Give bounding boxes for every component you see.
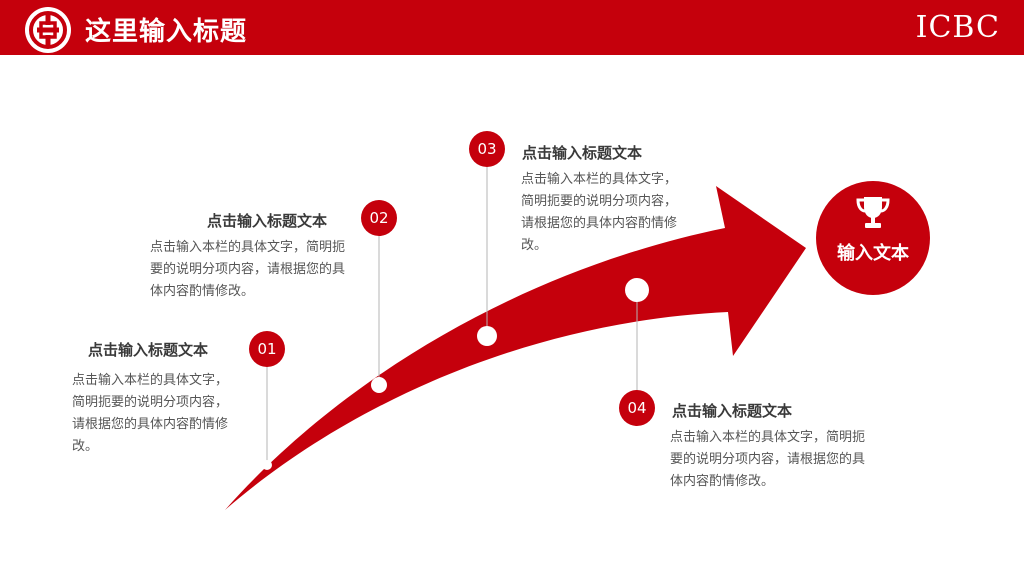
step-title: 点击输入标题文本 — [522, 144, 643, 162]
step-description: 点击输入本栏的具体文字，简明扼要的说明分项内容，请根据您的具体内容酌情修改。 — [521, 172, 678, 253]
connector-lines — [266, 167, 638, 464]
goal-label: 输入文本 — [837, 243, 909, 264]
growth-arrow — [225, 186, 806, 510]
milestone-dot-02 — [371, 377, 387, 393]
step-description: 点击输入本栏的具体文字，简明扼要的说明分项内容，请根据您的具体内容酌情修改。 — [72, 373, 229, 454]
step-title: 点击输入标题文本 — [672, 402, 793, 420]
milestone-dot-03 — [477, 326, 497, 346]
milestone-dot-01 — [262, 460, 272, 470]
step-description: 点击输入本栏的具体文字，简明扼要的说明分项内容，请根据您的具体内容酌情修改。 — [670, 430, 866, 489]
step-title: 点击输入标题文本 — [88, 341, 209, 359]
icbc-logo-icon — [25, 7, 71, 53]
step-number-badge: 04 — [619, 390, 655, 426]
page-title: 这里输入标题 — [85, 17, 248, 47]
step-description: 点击输入本栏的具体文字，简明扼要的说明分项内容，请根据您的具体内容酌情修改。 — [150, 240, 346, 299]
trophy-icon — [856, 197, 890, 228]
header-bar: 这里输入标题 ICBC — [0, 0, 1024, 55]
goal-circle: 输入文本 — [816, 181, 930, 295]
brand-name: ICBC — [915, 10, 1000, 45]
step-number-badge: 03 — [469, 131, 505, 167]
step-number-badge: 01 — [249, 331, 285, 367]
step-number-badge: 02 — [361, 200, 397, 236]
step-title: 点击输入标题文本 — [207, 212, 328, 230]
milestone-dot-04 — [625, 278, 649, 302]
